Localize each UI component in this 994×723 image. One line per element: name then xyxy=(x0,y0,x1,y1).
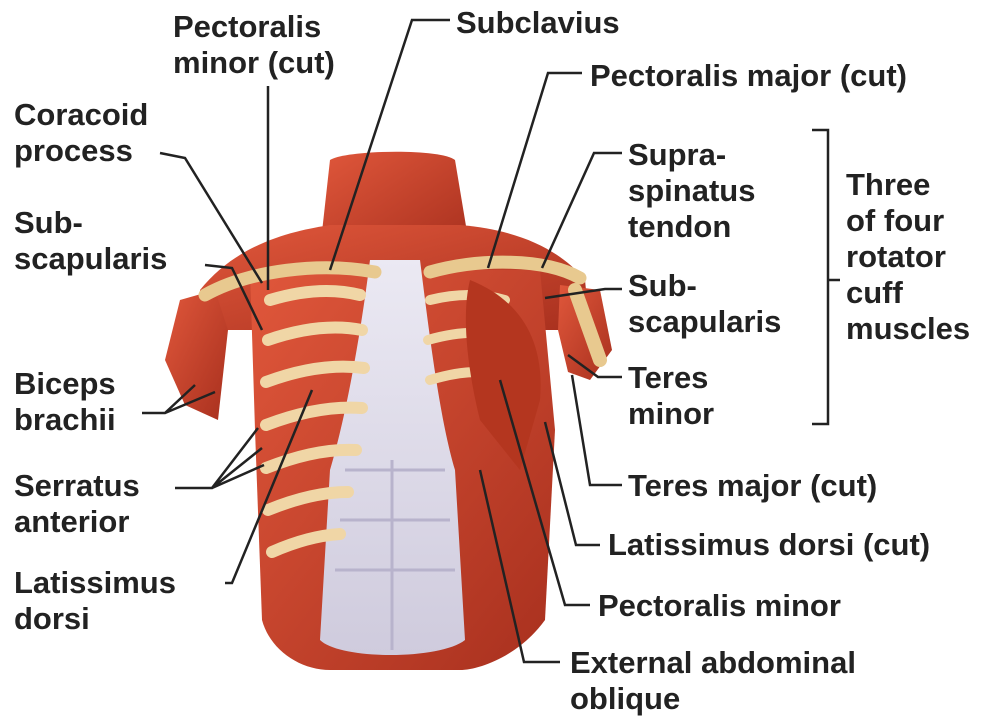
label-supraspinatus-tendon: Supra- spinatus tendon xyxy=(628,137,755,245)
leader-teres-major-cut xyxy=(572,375,622,485)
label-pectoralis-minor-cut-left: Pectoralis minor (cut) xyxy=(173,9,335,81)
label-subclavius: Subclavius xyxy=(456,5,620,41)
leader-latissimus-dorsi xyxy=(225,390,312,583)
leader-latissimus-dorsi-cut xyxy=(545,422,600,545)
label-latissimus-dorsi-cut: Latissimus dorsi (cut) xyxy=(608,527,930,563)
leader-rotator-cuff-bracket xyxy=(812,130,840,424)
label-serratus-anterior: Serratus anterior xyxy=(14,468,140,540)
leader-subclavius xyxy=(330,20,450,270)
label-pectoralis-minor: Pectoralis minor xyxy=(598,588,841,624)
leader-pectoralis-major-cut xyxy=(488,73,582,268)
label-pectoralis-major-cut: Pectoralis major (cut) xyxy=(590,58,907,94)
label-subscapularis-right: Sub- scapularis xyxy=(628,268,781,340)
leader-coracoid-process xyxy=(160,153,262,283)
label-rotator-cuff-group: Three of four rotator cuff muscles xyxy=(846,167,970,347)
leader-serratus-anterior xyxy=(175,428,264,488)
leader-supraspinatus-tendon xyxy=(542,153,622,268)
leader-biceps-brachii xyxy=(142,385,215,413)
label-subscapularis-left: Sub- scapularis xyxy=(14,205,167,277)
label-latissimus-dorsi: Latissimus dorsi xyxy=(14,565,176,637)
leader-teres-minor xyxy=(568,355,622,377)
label-teres-major-cut: Teres major (cut) xyxy=(628,468,877,504)
label-coracoid-process: Coracoid process xyxy=(14,97,148,169)
leader-subscapularis-right xyxy=(545,289,622,298)
label-biceps-brachii: Biceps brachii xyxy=(14,366,116,438)
label-teres-minor: Teres minor xyxy=(628,360,714,432)
leader-subscapularis-left xyxy=(205,265,262,330)
leader-external-abdominal-oblique xyxy=(480,470,560,662)
label-external-abdominal-oblique: External abdominal oblique xyxy=(570,645,856,717)
leader-pectoralis-minor xyxy=(500,380,590,605)
